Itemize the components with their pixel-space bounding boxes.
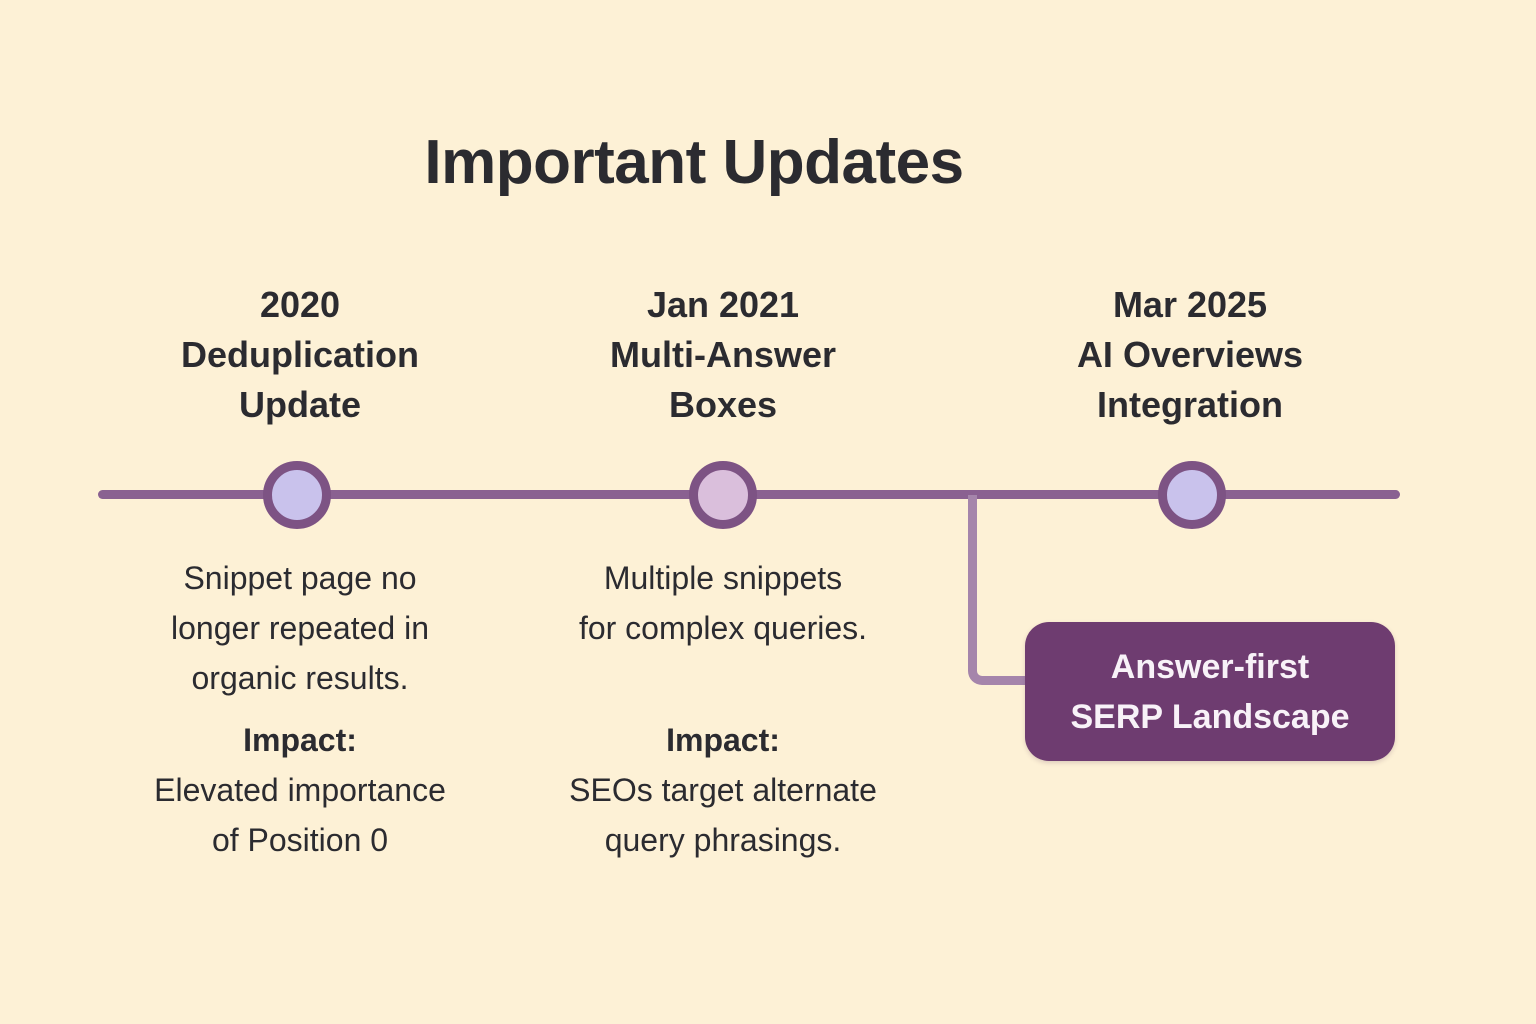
timeline-dot-jan-2021 xyxy=(689,461,757,529)
callout-connector-line xyxy=(968,495,1035,685)
impact-label-jan-2021: Impact: xyxy=(666,722,780,758)
impact-text-jan-2021: SEOs target alternate query phrasings. xyxy=(569,772,877,858)
callout-answer-first-serp: Answer-first SERP Landscape xyxy=(1025,622,1395,761)
timeline-dot-mar-2025 xyxy=(1158,461,1226,529)
milestone-description-2020: Snippet page no longer repeated in organ… xyxy=(171,560,429,696)
milestone-heading-mar-2025-ai-overviews: Mar 2025 AI Overviews Integration xyxy=(1076,284,1304,425)
timeline-dot-2020 xyxy=(263,461,331,529)
impact-label-2020: Impact: xyxy=(243,722,357,758)
callout-text: Answer-first SERP Landscape xyxy=(1070,647,1350,736)
page-title: Important Updates xyxy=(424,128,964,197)
impact-text-2020: Elevated importance of Position 0 xyxy=(154,772,446,858)
milestone-heading-2020-deduplication: 2020 Deduplication Update xyxy=(180,284,419,425)
milestone-heading-jan-2021-multi-answer: Jan 2021 Multi-Answer Boxes xyxy=(609,284,836,425)
milestone-description-jan-2021: Multiple snippets for complex queries. xyxy=(578,560,868,646)
